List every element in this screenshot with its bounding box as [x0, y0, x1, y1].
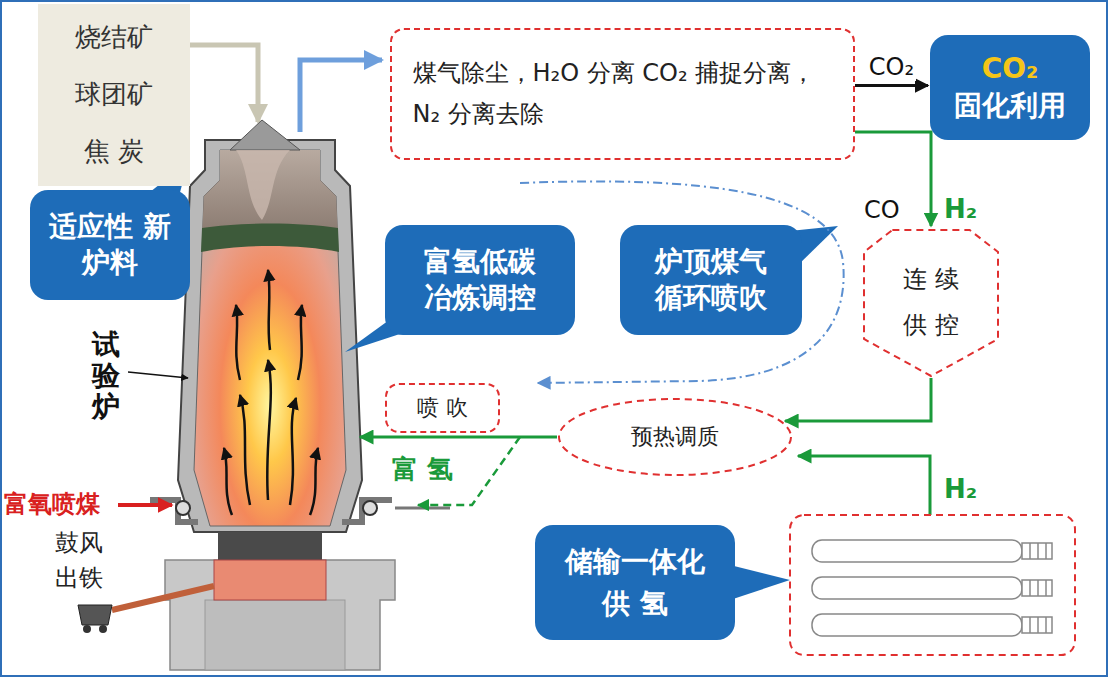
process-ellipse: 预热调质: [557, 397, 793, 477]
node-text: 炉顶煤气 循环喷吹: [646, 244, 776, 317]
node-text: 预热调质: [631, 423, 719, 452]
valve-ring: [1037, 543, 1039, 559]
flow-arrow: [785, 378, 931, 421]
output-label: 出铁: [55, 562, 103, 594]
control-hexagon: 连 续 供 控: [862, 228, 1000, 378]
flow-arrow: [855, 132, 931, 226]
gas-cylinder: [812, 577, 1022, 599]
cylinder-valve: [1022, 580, 1052, 596]
node-text: CO₂: [982, 51, 1039, 87]
node-text: 球团矿: [75, 78, 153, 112]
valve-ring: [1045, 543, 1047, 559]
edge-label: CO₂: [867, 53, 916, 81]
node-text: 煤气除尘，H₂O 分离 CO₂ 捕捉分离，N₂ 分离去除: [413, 53, 833, 135]
input-label: 鼓风: [55, 527, 103, 559]
gas-label: H₂: [944, 474, 977, 504]
callout-box: 储输一体化 供 氢: [535, 525, 735, 640]
valve-ring: [1029, 543, 1031, 559]
node-text: 富氢低碳 冶炼调控: [415, 244, 545, 317]
process-box: 喷 吹: [385, 383, 500, 433]
gas-label: CO: [864, 196, 900, 224]
gas-cylinder: [812, 540, 1022, 562]
node-text: 适应性 新炉料: [45, 209, 175, 282]
valve-ring: [1045, 617, 1047, 633]
node-text: 烧结矿: [75, 21, 153, 55]
node-text: 喷 吹: [417, 394, 468, 423]
callout-box: 适应性 新炉料: [30, 190, 190, 300]
process-box: 煤气除尘，H₂O 分离 CO₂ 捕捉分离，N₂ 分离去除: [390, 28, 855, 160]
valve-ring: [1029, 617, 1031, 633]
input-label: 富氧喷煤: [4, 488, 100, 520]
node-text: 储输一体化 供 氢: [560, 541, 710, 625]
node-text: 连 续 供 控: [895, 257, 967, 348]
callout-box: CO₂固化利用: [930, 35, 1090, 140]
valve-ring: [1029, 580, 1031, 596]
valve-ring: [1045, 580, 1047, 596]
cylinder-valve: [1022, 617, 1052, 633]
valve-ring: [1037, 580, 1039, 596]
node-text: 固化利用: [954, 88, 1066, 124]
material-box: 烧结矿球团矿焦 炭: [38, 4, 190, 186]
hexagon-outline: [862, 228, 1000, 378]
node-text: 焦 炭: [84, 135, 144, 169]
gas-label: H₂: [944, 194, 977, 224]
callout-box: 炉顶煤气 循环喷吹: [620, 225, 802, 335]
valve-ring: [1037, 617, 1039, 633]
cylinder-valve: [1022, 543, 1052, 559]
furnace-label: 试验炉: [92, 330, 120, 422]
flow-arrow: [855, 84, 928, 87]
callout-box: 富氢低碳 冶炼调控: [385, 225, 575, 335]
flow-label: 富 氢: [392, 452, 453, 487]
gas-cylinder: [812, 614, 1022, 636]
